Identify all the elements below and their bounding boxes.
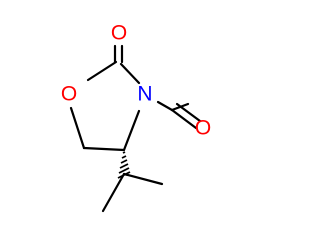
bond-o-ring-to-c2 <box>86 60 118 82</box>
bond-ch-to-methyl-right <box>122 172 164 186</box>
atom-n-ring: N <box>137 83 152 106</box>
bond-n-to-c4 <box>122 109 141 152</box>
bond-formyl-double-b <box>175 102 202 123</box>
bond-ch-to-methyl-down <box>101 172 126 213</box>
bond-formyl-double-a <box>170 108 198 130</box>
bond-c5-to-o-ring <box>69 106 86 150</box>
hashed-wedge-bond <box>117 151 131 179</box>
bond-c2-to-n <box>119 62 141 85</box>
atom-o-carbonyl: O <box>111 22 127 45</box>
molecule-structure: O O N O <box>61 22 211 213</box>
atom-o-ring: O <box>61 83 77 106</box>
bond-n-to-formyl-c <box>156 100 174 112</box>
atom-o-formyl: O <box>195 117 211 140</box>
bond-c4-to-c5 <box>82 146 126 152</box>
